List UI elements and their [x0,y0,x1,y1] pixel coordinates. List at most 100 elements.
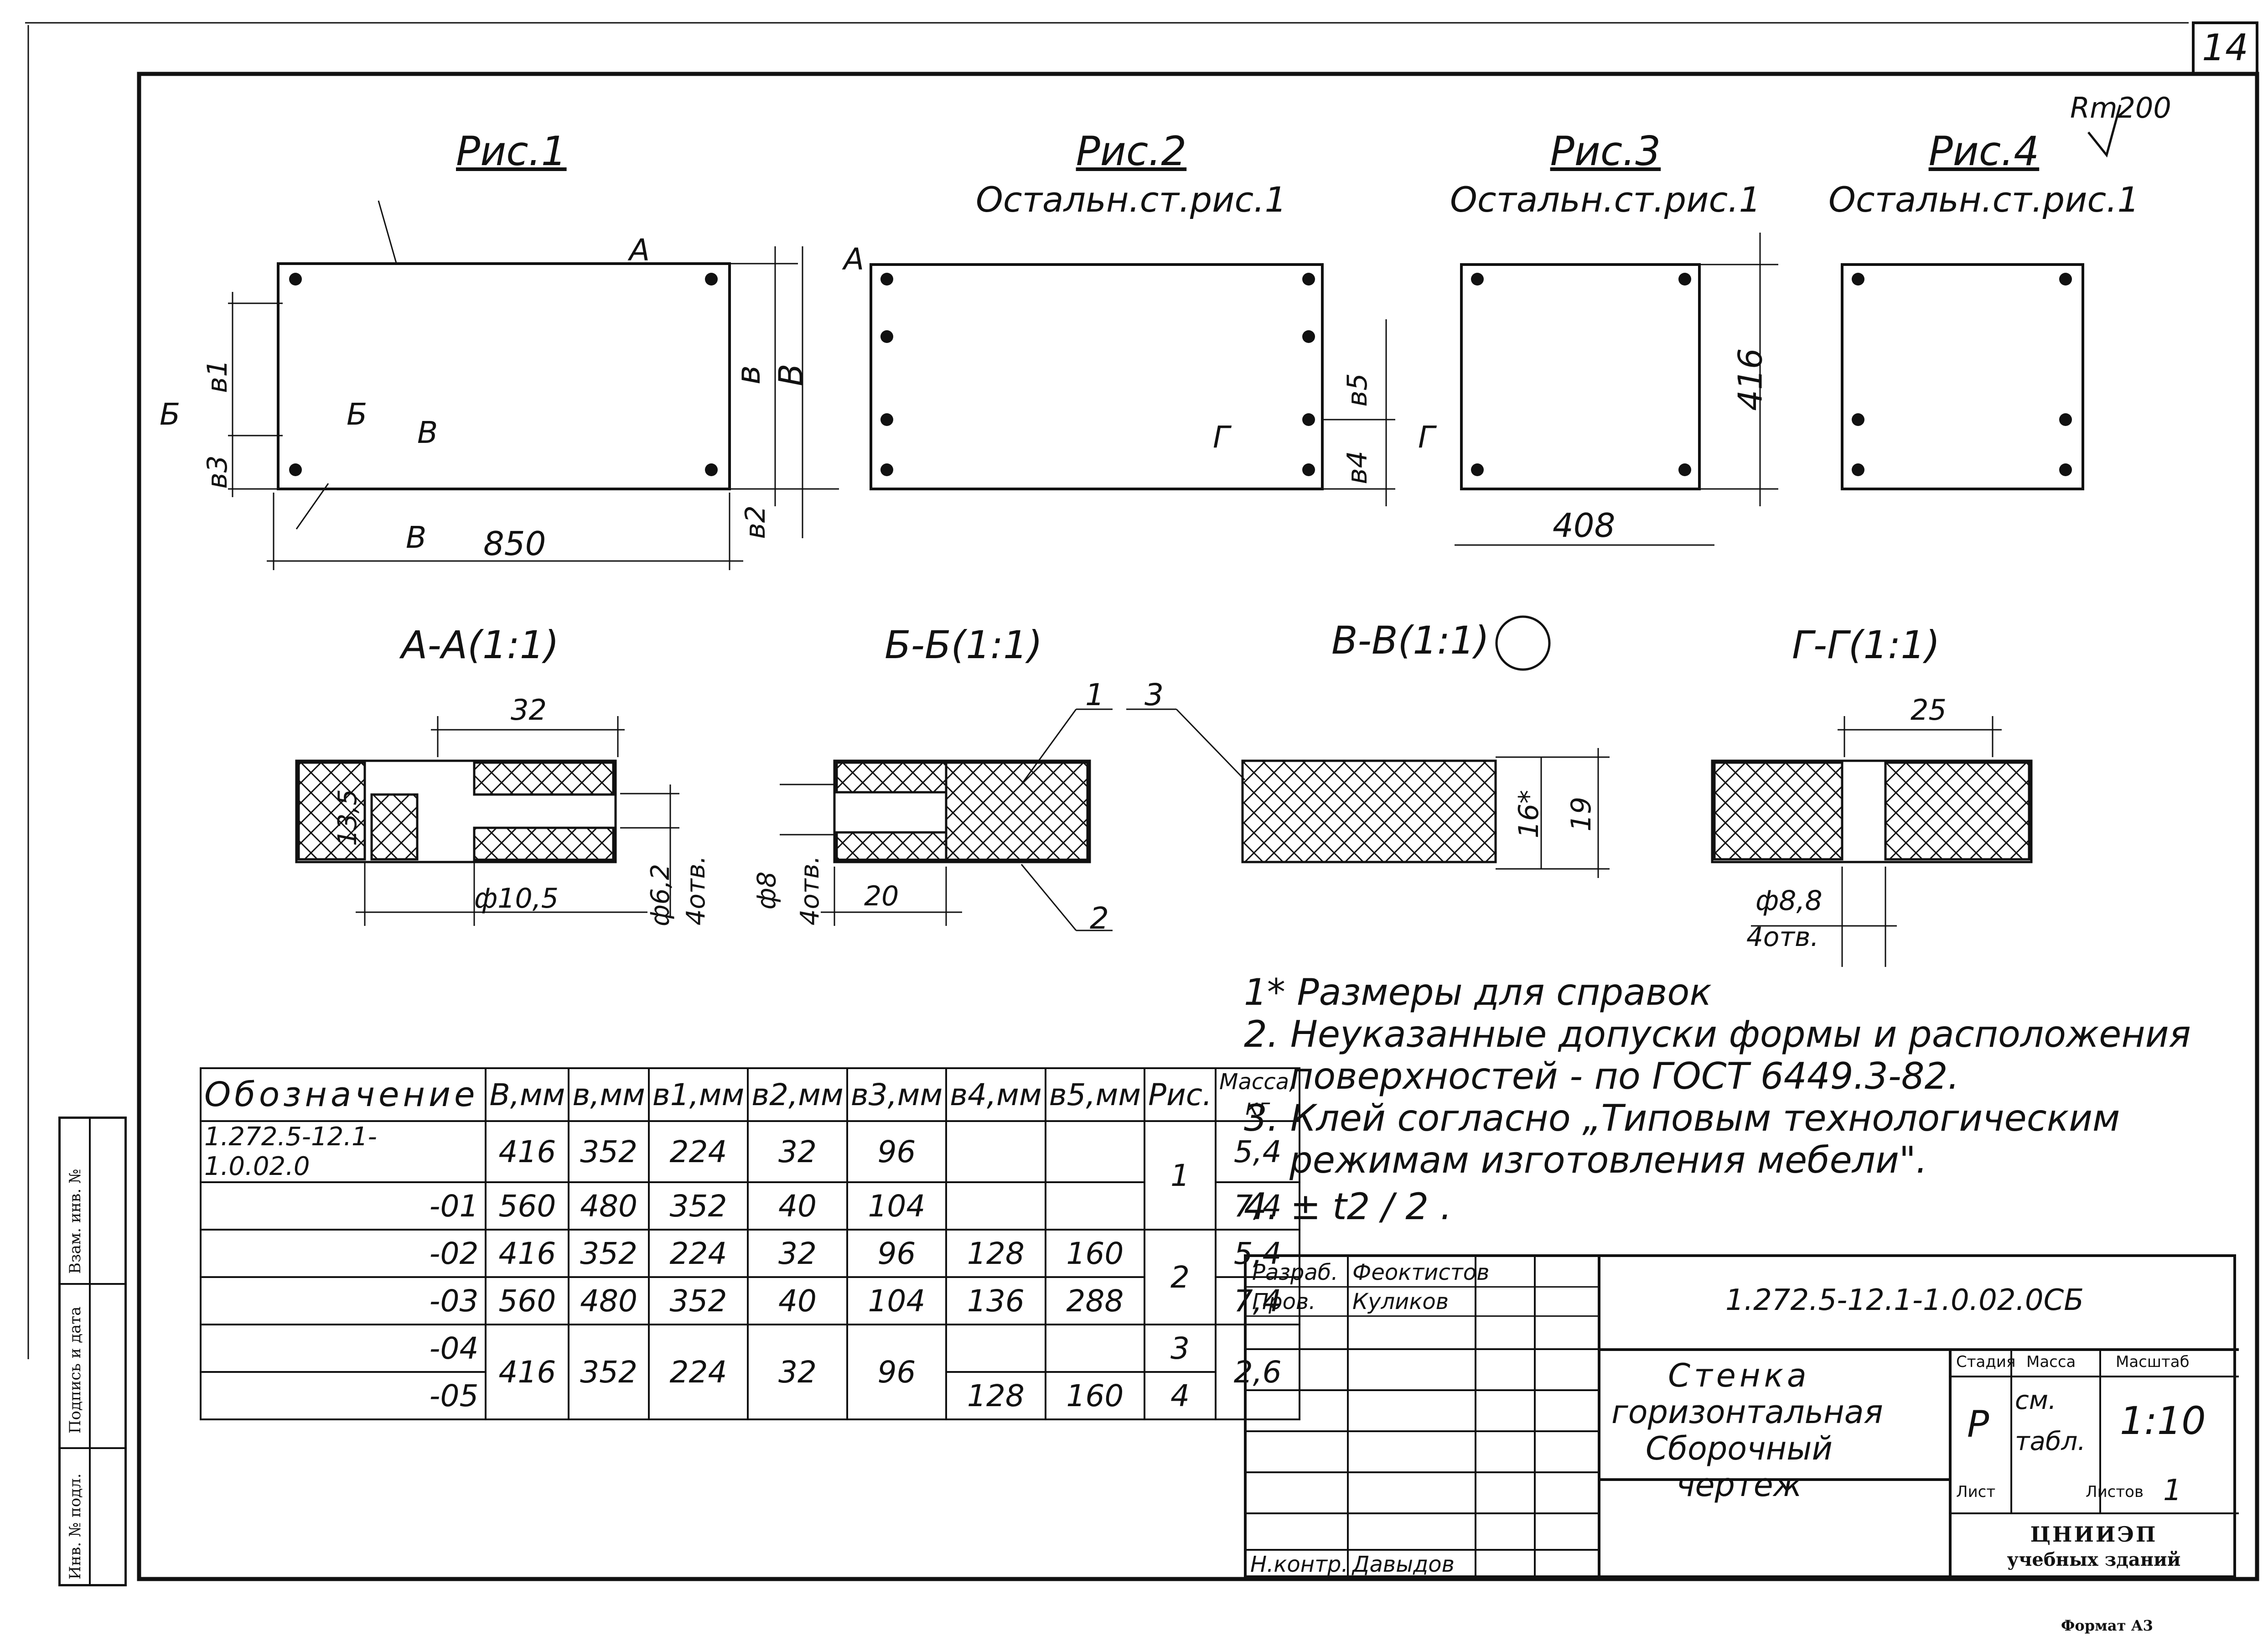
fig2-b4-dim: в4 [1341,451,1373,484]
note-1: 1* Размеры для справок [1244,971,1712,1013]
section-vv-thick: 19 [1565,796,1598,832]
table-row: -03 560 480 352 40 104 136 288 7,4 [199,1276,1301,1325]
fig1-b3-dim: в3 [201,455,233,489]
cell-b2: 40 [747,1181,848,1231]
cell-B: 560 [485,1276,570,1325]
table-row: -01 560 480 352 40 104 7,4 [199,1181,1301,1231]
scale-value: 1:10 [2120,1398,2206,1443]
cell-b4 [945,1120,1046,1183]
cell-b4: 136 [945,1276,1046,1325]
cell-b: 352 [568,1229,650,1278]
sig-col-line [1598,1257,1600,1575]
fig2-caption: Рис.2 Остальн.ст.рис.1 [976,128,1287,220]
cell-b2: 32 [747,1120,848,1183]
role-checker: Пров. [1252,1289,1316,1314]
product-name: Стенка горизонтальная Сборочный чертеж [1611,1357,1883,1503]
format-label: Формат А3 [2061,1617,2153,1634]
name-developer: Феоктистов [1352,1260,1490,1285]
side-stamp-signature: Подпись и дата [66,1306,84,1434]
stage-col-line [2010,1348,2012,1512]
cell-b3: 104 [846,1276,948,1325]
callout-2: 2 [1090,901,1109,936]
section-bb-dia: ф8 [752,871,782,910]
section-bb-title: Б-Б(1:1) [885,623,1043,667]
section-gg-holes: 4отв. [1746,921,1819,952]
table-row: 1.272.5-12.1-1.0.02.0 416 352 224 32 96 … [199,1120,1301,1231]
sheets-value: 1 [2163,1474,2182,1507]
fig1-cut-a-label: А [629,233,650,268]
fig1-plate [228,200,839,570]
mass-value: см. табл. [2015,1386,2086,1456]
note-4: 4. ± t2 / 2 . [1244,1185,1452,1228]
cell-b1: 352 [647,1276,749,1325]
roughness-check-mark [2087,104,2122,158]
sig-grid-line [1247,1389,1598,1391]
cell-b5: 160 [1044,1371,1146,1420]
fig3-plate [1455,233,1778,546]
fig3-holes [1471,273,1691,476]
spec-header-b1: в1,мм [647,1067,749,1122]
spec-header-b3: в3,мм [846,1067,948,1122]
sig-grid-line [1247,1512,1598,1514]
cell-fig: 2 [1144,1229,1217,1325]
side-stamp-inv: Инв. № подл. [66,1473,84,1579]
fig1-cut-b-label: Б [160,397,181,432]
document-code: 1.272.5-12.1-1.0.02.0СБ [1725,1283,2084,1317]
spec-header-b5: в5,мм [1044,1067,1146,1122]
name-checker: Куликов [1352,1289,1449,1314]
cell-b1: 224 [647,1229,749,1278]
sig-grid-line [1247,1549,1598,1551]
cell-b: 480 [568,1181,650,1231]
section-gg-title: Г-Г(1:1) [1792,623,1940,667]
stage-label: Стадия [1956,1353,2016,1371]
cell-B: 416 [485,1229,570,1278]
section-aa-width: 32 [511,693,547,727]
fig1-b2-dim: в2 [739,505,772,539]
note-3: 3. Клей согласно „Типовым технологически… [1244,1097,2120,1139]
cell-b3: 96 [846,1229,948,1278]
fig1-length-dim: 850 [483,525,546,563]
title-divider [1598,1348,2239,1351]
cell-designation: -01 [199,1181,487,1231]
fig3-height-dim: 416 [1731,348,1770,411]
cell-B: 416 [485,1324,570,1420]
table-row: -05 128 160 4 [199,1371,1300,1420]
cell-fig: 3 [1144,1324,1217,1373]
title-col-line [1949,1348,1952,1575]
side-stamp-line [61,1283,124,1285]
table-row: -02 416 352 224 32 96 128 160 2 5,4 [199,1229,1301,1325]
stage-value: Р [1967,1403,1989,1445]
spec-table: Обозначение В,мм в,мм в1,мм в2,мм в3,мм … [199,1067,1301,1420]
cell-mass: 7,4 [1215,1181,1301,1231]
spec-header-designation: Обозначение [199,1067,487,1122]
cell-b5: 288 [1044,1276,1146,1325]
cell-b2: 32 [747,1229,848,1278]
spec-header-mass: Масса, кг [1215,1067,1301,1122]
cell-designation: 1.272.5-12.1-1.0.02.0 [199,1120,487,1183]
cell-b3: 96 [846,1324,948,1420]
side-stamp-replace: Взам. инв. № [66,1169,84,1274]
cell-b3: 104 [846,1181,948,1231]
fig4-holes [1852,273,2072,476]
title-block: Разраб. Феоктистов Пров. Куликов Н.контр… [1244,1254,2239,1578]
fig1-b-dim: в [729,365,768,385]
section-gg-width: 25 [1911,693,1947,727]
section-aa-depth: 13,5 [332,789,362,846]
sig-col-line [1475,1257,1476,1575]
side-stamp: Инв. № подл. Подпись и дата Взам. инв. № [58,1117,127,1586]
note-2: 2. Неуказанные допуски формы и расположе… [1244,1013,2191,1055]
cell-designation: -02 [199,1229,487,1278]
spec-header-b2: в2,мм [747,1067,848,1122]
cell-b4: 128 [945,1371,1046,1420]
section-gg [1711,716,2033,967]
cell-b4: 128 [945,1229,1046,1278]
fig1-caption: Рис.1 [456,128,567,175]
cell-b1: 352 [647,1181,749,1231]
cell-b3: 96 [846,1120,948,1183]
fig4-caption: Рис.4 Остальн.ст.рис.1 [1828,128,2139,220]
fig1-cut-b2-label: Б [347,397,368,432]
notes-block: 1* Размеры для справок 2. Неуказанные до… [1244,971,2191,1228]
sig-col-line [1534,1257,1536,1575]
cell-mass: 7,4 [1215,1276,1301,1325]
